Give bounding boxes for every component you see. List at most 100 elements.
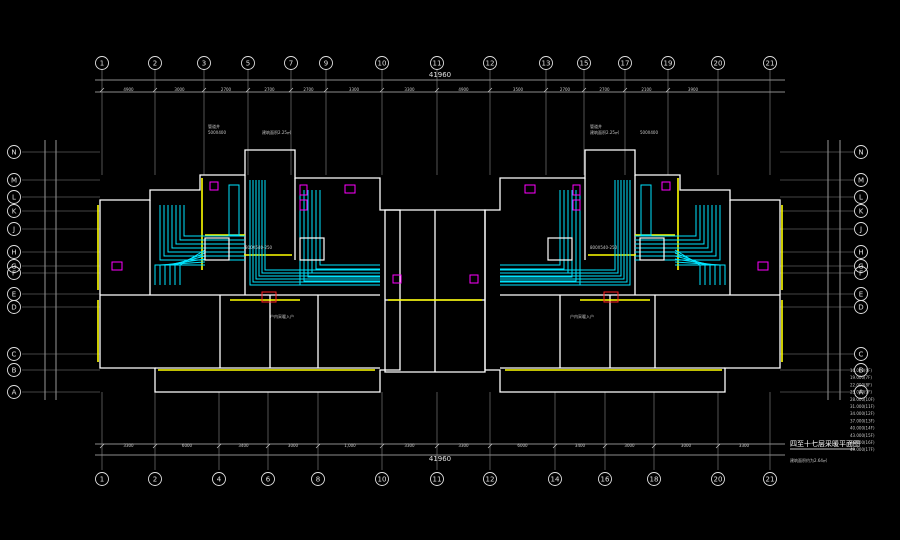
level-legend-item-6: 34.000(12F) <box>850 411 875 416</box>
dim-bottom-7: 6000 <box>517 443 528 448</box>
svg-text:20: 20 <box>714 60 723 68</box>
grid-col-top-9: 9 <box>319 56 333 70</box>
grid-col-top-21: 21 <box>763 56 777 70</box>
grid-row-right-B: B <box>854 363 868 377</box>
grid-col-top-3: 3 <box>197 56 211 70</box>
stair-label-right: 户内采暖入户 <box>570 313 594 319</box>
grid-col-top-12: 12 <box>483 56 497 70</box>
grid-col-top-11: 11 <box>430 56 444 70</box>
dim-top-1: 3000 <box>174 87 185 92</box>
dim-bottom-1: 6000 <box>182 443 193 448</box>
level-legend-item-11: 49.000(17F) <box>850 447 875 452</box>
svg-text:A: A <box>859 389 864 397</box>
svg-text:M: M <box>11 177 17 185</box>
grid-col-bottom-6: 6 <box>261 472 275 486</box>
grid-col-top-1: 1 <box>95 56 109 70</box>
svg-text:19: 19 <box>664 60 673 68</box>
dim-top-11: 2100 <box>641 87 652 92</box>
svg-text:L: L <box>12 194 16 202</box>
dim-top-9: 2700 <box>560 87 571 92</box>
grid-row-right-M: M <box>854 173 868 187</box>
grid-col-top-5: 5 <box>241 56 255 70</box>
manifold-left-a <box>204 237 230 261</box>
svg-text:1: 1 <box>100 60 104 68</box>
svg-text:C: C <box>12 351 17 359</box>
dim-top-7: 4900 <box>458 87 469 92</box>
grid-row-left-D: D <box>7 300 21 314</box>
grid-row-right-K: K <box>854 204 868 218</box>
dim-bottom-9: 3000 <box>624 443 635 448</box>
svg-text:F: F <box>859 270 863 278</box>
grid-col-bottom-18: 18 <box>647 472 661 486</box>
grid-row-left-M: M <box>7 173 21 187</box>
svg-text:N: N <box>11 149 16 157</box>
grid-col-bottom-12: 12 <box>483 472 497 486</box>
svg-text:16: 16 <box>601 476 610 484</box>
grid-col-bottom-14: 14 <box>548 472 562 486</box>
svg-text:18: 18 <box>650 476 659 484</box>
dim-top-4: 2700 <box>303 87 314 92</box>
svg-text:L: L <box>859 194 863 202</box>
drawing-title: 四至十七层采暖平面图 <box>790 439 860 448</box>
grid-row-left-C: C <box>7 347 21 361</box>
grid-row-right-D: D <box>854 300 868 314</box>
grid-col-bottom-11: 11 <box>430 472 444 486</box>
svg-text:5: 5 <box>246 60 250 68</box>
grid-row-right-J: J <box>854 222 868 236</box>
overall-dimension-top: 41960 <box>429 71 451 79</box>
grid-col-bottom-16: 16 <box>598 472 612 486</box>
grid-col-top-13: 13 <box>539 56 553 70</box>
dim-top-3: 2700 <box>264 87 275 92</box>
grid-row-right-C: C <box>854 347 868 361</box>
dim-top-6: 3300 <box>404 87 415 92</box>
svg-text:M: M <box>858 177 864 185</box>
dim-bottom-3: 3000 <box>288 443 299 448</box>
svg-text:2: 2 <box>153 476 157 484</box>
svg-text:12: 12 <box>486 60 495 68</box>
svg-text:N: N <box>858 149 863 157</box>
grid-col-bottom-21: 21 <box>763 472 777 486</box>
pipe-size-left: 500X400 <box>208 130 226 135</box>
annotations: 管道井 500X400 建筑面积2.25㎡ 管道井 建筑面积2.25㎡ 500X… <box>208 123 658 319</box>
dim-bottom-11: 3300 <box>739 443 750 448</box>
level-legend-item-2: 22.000(8F) <box>850 382 872 387</box>
grid-row-left-F: F <box>7 266 21 280</box>
grid-row-right-A: A <box>854 385 868 399</box>
grid-row-right-F: F <box>854 266 868 280</box>
grid-col-bottom-2: 2 <box>148 472 162 486</box>
svg-text:J: J <box>859 226 862 234</box>
svg-text:3: 3 <box>202 60 206 68</box>
svg-text:D: D <box>858 304 863 312</box>
heating-pipes <box>154 180 726 286</box>
dim-top-10: 2700 <box>599 87 610 92</box>
grid-col-bottom-20: 20 <box>711 472 725 486</box>
dim-bottom-2: 3400 <box>238 443 249 448</box>
grid-row-right-E: E <box>854 287 868 301</box>
grid-row-left-L: L <box>7 190 21 204</box>
grid-row-left-K: K <box>7 204 21 218</box>
svg-text:11: 11 <box>433 476 442 484</box>
svg-text:14: 14 <box>551 476 560 484</box>
svg-text:12: 12 <box>486 476 495 484</box>
scale-note: 建筑面积约为2.64㎡ <box>790 457 827 463</box>
manifold-label-right: 800X540-250 <box>590 245 618 250</box>
dim-bottom-8: 3400 <box>575 443 586 448</box>
dim-top-2: 2700 <box>221 87 232 92</box>
dim-top-12: 3900 <box>688 87 699 92</box>
stair-label-left: 户内采暖入户 <box>270 313 294 319</box>
svg-text:21: 21 <box>766 476 775 484</box>
manifold-boxes <box>204 237 665 303</box>
svg-text:6: 6 <box>266 476 271 484</box>
level-legend-item-0: 16.000(6F) <box>850 368 872 373</box>
grid-col-top-19: 19 <box>661 56 675 70</box>
grid-col-bottom-10: 10 <box>375 472 389 486</box>
level-legend-item-9: 43.000(15F) <box>850 433 875 438</box>
svg-text:F: F <box>12 270 16 278</box>
manifold-left-b <box>299 237 325 261</box>
area-label-right: 建筑面积2.25㎡ <box>590 129 619 135</box>
